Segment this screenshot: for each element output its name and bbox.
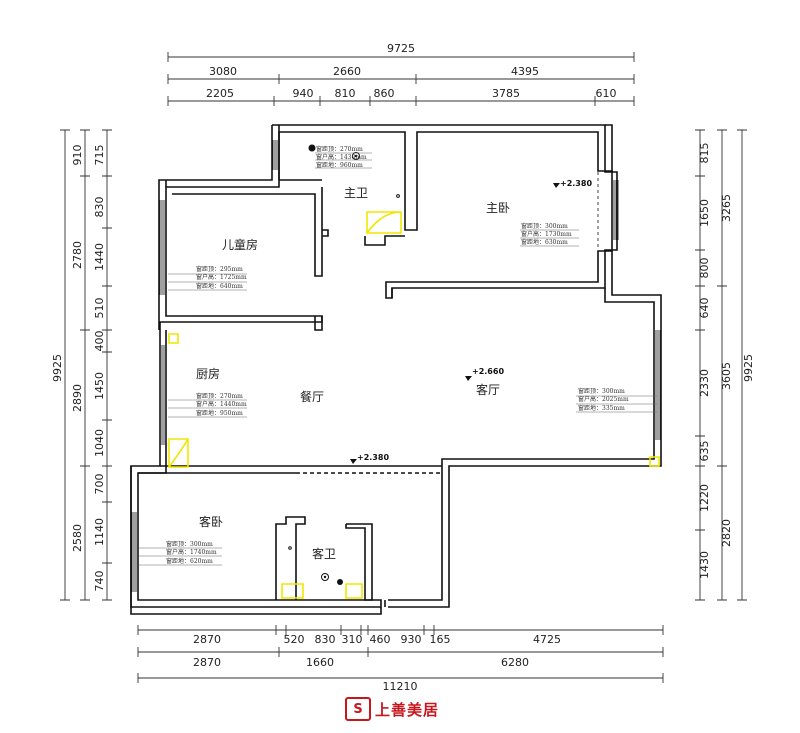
dim-left-c2-1: 715 — [93, 145, 106, 166]
dim-bot-r1-1: 2870 — [193, 633, 221, 646]
window-note-line: 窗距地：640mm — [196, 282, 243, 290]
window-note-line: 窗户高：1730mm — [521, 230, 572, 238]
dim-right-c2-2: 3605 — [720, 362, 733, 390]
room-label-master-bedroom: 主卧 — [486, 201, 510, 215]
door-swings — [168, 211, 660, 599]
dim-right-c1-7: 1220 — [698, 484, 711, 512]
dim-top-r3-6: 610 — [596, 87, 617, 100]
company-logo: S 上善美居 — [345, 694, 460, 724]
dim-bot-r1-7: 165 — [430, 633, 451, 646]
window-note-line: 窗距地：960mm — [316, 161, 363, 169]
window-note-line: 窗距地：335mm — [578, 404, 625, 412]
dim-top-r2-2: 2660 — [333, 65, 361, 78]
dim-right-c2-1: 3265 — [720, 194, 733, 222]
dim-left-c1-3: 9925 — [51, 354, 64, 382]
level-master-bedroom: +2.380 — [560, 179, 592, 188]
dim-right-c1-5: 2330 — [698, 369, 711, 397]
dim-top-r3-4: 860 — [374, 87, 395, 100]
dim-bot-r1-2: 520 — [284, 633, 305, 646]
dim-right-c2-3: 2820 — [720, 519, 733, 547]
dim-bot-r2-3: 6280 — [501, 656, 529, 669]
window-note-line: 窗户高：2025mm — [578, 395, 629, 403]
dim-bot-r1-4: 310 — [342, 633, 363, 646]
window-note-line: 窗户高：1740mm — [166, 548, 217, 556]
window-note-master-bath: 窗距顶：270mm 窗户高：1430mm 窗距地：960mm — [315, 145, 372, 169]
logo-mark-icon: S — [345, 697, 371, 721]
room-label-kitchen: 厨房 — [196, 366, 220, 381]
dim-left-c2-6: 1450 — [93, 372, 106, 400]
dim-top-r3-3: 810 — [335, 87, 356, 100]
dim-top-r3-2: 940 — [293, 87, 314, 100]
dim-bot-r2-1: 2870 — [193, 656, 221, 669]
window-note-line: 窗户高：1725mm — [196, 273, 247, 281]
dim-bot-r1-5: 460 — [370, 633, 391, 646]
dim-right-c1-3: 800 — [698, 258, 711, 279]
dim-left-c2-3: 1440 — [93, 243, 106, 271]
dim-bot-r2-2: 1660 — [306, 656, 334, 669]
window-note-line: 窗距地：630mm — [521, 238, 568, 246]
room-label-dining: 餐厅 — [300, 389, 324, 404]
dim-bot-total: 11210 — [383, 680, 418, 693]
window-note-line: 窗距地：950mm — [196, 409, 243, 417]
room-label-guest-bedroom: 客卧 — [199, 514, 223, 529]
dim-right-c1-8: 1430 — [698, 551, 711, 579]
window-note-line: 窗距顶：300mm — [521, 222, 568, 230]
dim-right-total: 9925 — [742, 354, 755, 382]
interior-walls — [172, 179, 442, 607]
dim-left-c2-8: 700 — [93, 474, 106, 495]
window-note-guest-bedroom: 窗距顶：300mm 窗户高：1740mm 窗距地：620mm — [139, 540, 222, 566]
dim-top-r2-3: 4395 — [511, 65, 539, 78]
window-note-line: 窗距顶：270mm — [316, 145, 363, 153]
level-living: +2.660 — [472, 367, 504, 376]
dim-left-c2-7: 1040 — [93, 429, 106, 457]
window-note-line: 窗户高：1440mm — [196, 400, 247, 408]
room-label-living: 客厅 — [476, 382, 500, 397]
dimension-lines — [60, 52, 747, 683]
dim-right-c1-4: 640 — [698, 298, 711, 319]
dim-left-c2-10: 740 — [93, 571, 106, 592]
window-note-kitchen: 窗距顶：270mm 窗户高：1440mm 窗距地：950mm — [168, 392, 247, 418]
room-label-guest-bath: 客卫 — [312, 546, 336, 561]
dim-left-c1-4: 2890 — [71, 384, 84, 412]
dim-left-c2-2: 830 — [93, 197, 106, 218]
window-note-line: 窗距顶：300mm — [578, 387, 625, 395]
window-note-master-bedroom: 窗距顶：300mm 窗户高：1730mm 窗距地：630mm — [520, 222, 579, 247]
level-passage: +2.380 — [357, 453, 389, 462]
room-label-master-bath: 主卫 — [344, 186, 368, 200]
window-note-kids-room: 窗距顶：295mm 窗户高：1725mm 窗距地：640mm — [168, 265, 247, 291]
dim-top-total: 9725 — [387, 42, 415, 55]
dim-top-r3-1: 2205 — [206, 87, 234, 100]
dim-right-c1-6: 635 — [698, 441, 711, 462]
window-note-line: 窗距顶：295mm — [196, 265, 243, 273]
window-note-line: 窗户高：1430mm — [316, 153, 367, 161]
dim-left-c1-5: 2580 — [71, 524, 84, 552]
dim-left-c2-9: 1140 — [93, 518, 106, 546]
logo-name: 上善美居 — [375, 700, 440, 719]
window-note-living: 窗距顶：300mm 窗户高：2025mm 窗距地：335mm — [576, 387, 657, 413]
dim-right-c1-2: 1650 — [698, 199, 711, 227]
level-markers — [350, 183, 560, 464]
dim-left-c1-2: 2780 — [71, 241, 84, 269]
dim-top-r2-1: 3080 — [209, 65, 237, 78]
window-note-line: 窗距顶：270mm — [196, 392, 243, 400]
dim-bot-r1-3: 830 — [315, 633, 336, 646]
fixtures — [288, 144, 400, 585]
window-note-line: 窗距顶：300mm — [166, 540, 213, 548]
dim-left-c1-1: 910 — [71, 145, 84, 166]
dim-left-c2-4: 510 — [93, 298, 106, 319]
dim-left-c2-5: 400 — [93, 331, 106, 352]
dim-bot-r1-8: 4725 — [533, 633, 561, 646]
windows — [131, 140, 661, 592]
dim-top-r3-5: 3785 — [492, 87, 520, 100]
room-label-kids-room: 儿童房 — [222, 237, 258, 252]
dim-right-c1-1: 815 — [698, 143, 711, 164]
dim-bot-r1-6: 930 — [401, 633, 422, 646]
window-note-line: 窗距地：620mm — [166, 557, 213, 565]
